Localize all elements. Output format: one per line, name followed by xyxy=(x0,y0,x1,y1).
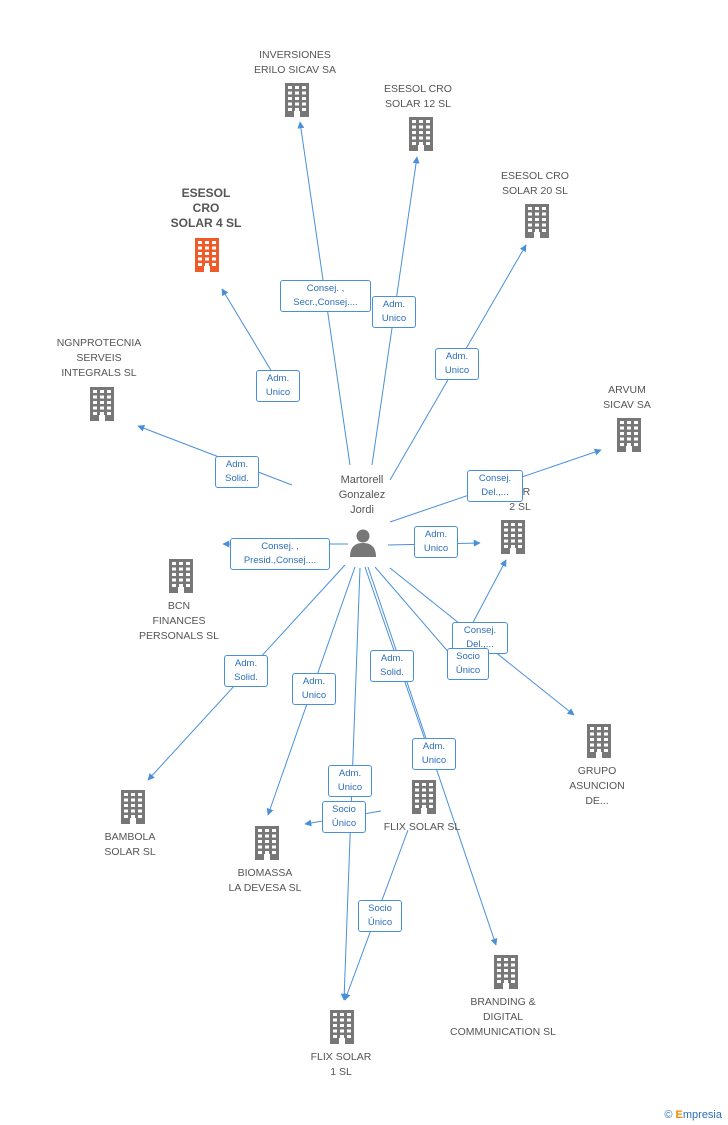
company-building-icon[interactable] xyxy=(406,117,436,156)
role-label[interactable]: Socio Único xyxy=(447,648,489,680)
role-label[interactable]: Adm. Unico xyxy=(414,526,458,558)
brand-name: mpresia xyxy=(682,1109,722,1121)
role-label[interactable]: Adm. Solid. xyxy=(215,456,259,488)
company-label-cro20[interactable]: ESESOL CRO SOLAR 20 SL xyxy=(501,170,569,197)
company-label-cro4[interactable]: ESESOL CRO SOLAR 4 SL xyxy=(170,186,242,230)
edge-arrow xyxy=(467,559,507,633)
company-building-icon[interactable] xyxy=(409,780,439,819)
role-label[interactable]: Adm. Unico xyxy=(292,673,336,705)
company-building-icon[interactable] xyxy=(327,1010,357,1049)
company-label-arvum[interactable]: ARVUM SICAV SA xyxy=(603,384,651,411)
company-building-icon[interactable] xyxy=(522,204,552,243)
role-label[interactable]: Adm. Unico xyxy=(435,348,479,380)
company-label-inversiones[interactable]: INVERSIONES ERILO SICAV SA xyxy=(253,49,337,76)
company-building-icon[interactable] xyxy=(252,826,282,865)
company-building-icon[interactable] xyxy=(491,955,521,994)
copyright-symbol: © xyxy=(664,1109,673,1121)
role-label[interactable]: Adm. Unico xyxy=(256,370,300,402)
role-label[interactable]: Adm. Solid. xyxy=(224,655,268,687)
role-label[interactable]: Adm. Solid. xyxy=(370,650,414,682)
company-label-branding[interactable]: BRANDING & DIGITAL COMMUNICATION SL xyxy=(450,996,556,1038)
company-label-cro12[interactable]: ESESOL CRO SOLAR 12 SL xyxy=(384,83,452,110)
role-label[interactable]: Adm. Unico xyxy=(328,765,372,797)
role-label[interactable]: Consej. Del.,... xyxy=(467,470,523,502)
center-person-label[interactable]: Martorell Gonzalez Jordi xyxy=(338,474,386,516)
company-label-ngn[interactable]: NGNPROTECNIA SERVEIS INTEGRALS SL xyxy=(56,337,142,379)
role-label[interactable]: Consej. , Presid.,Consej.... xyxy=(230,538,330,570)
company-building-icon[interactable] xyxy=(614,418,644,457)
company-label-flix[interactable]: FLIX SOLAR SL xyxy=(383,821,461,833)
focus-company-building-icon[interactable] xyxy=(192,238,222,277)
company-building-icon[interactable] xyxy=(118,790,148,829)
company-building-icon[interactable] xyxy=(282,83,312,122)
company-label-flix1[interactable]: FLIX SOLAR 1 SL xyxy=(310,1051,372,1078)
edge-arrow xyxy=(221,288,273,373)
role-label[interactable]: Socio Único xyxy=(358,900,402,932)
role-label[interactable]: Socio Único xyxy=(322,801,366,833)
role-label[interactable]: Adm. Unico xyxy=(372,296,416,328)
company-building-icon[interactable] xyxy=(498,520,528,559)
person-icon[interactable] xyxy=(348,527,378,557)
company-label-bambola[interactable]: BAMBOLA SOLAR SL xyxy=(104,831,156,858)
role-label[interactable]: Adm. Unico xyxy=(412,738,456,770)
company-label-grupo[interactable]: GRUPO ASUNCION DE... xyxy=(569,765,625,807)
edge-arrow xyxy=(137,424,293,486)
company-label-bcn[interactable]: BCN FINANCES PERSONALS SL xyxy=(139,600,219,642)
company-building-icon[interactable] xyxy=(166,559,196,598)
company-building-icon[interactable] xyxy=(87,387,117,426)
company-label-biomassa[interactable]: BIOMASSA LA DEVESA SL xyxy=(228,867,302,894)
footer-brand[interactable]: © Empresia xyxy=(664,1109,722,1121)
company-building-icon[interactable] xyxy=(584,724,614,763)
brand-initial: E xyxy=(675,1109,683,1121)
role-label[interactable]: Consej. , Secr.,Consej.... xyxy=(280,280,371,312)
edge-arrow xyxy=(374,566,458,663)
